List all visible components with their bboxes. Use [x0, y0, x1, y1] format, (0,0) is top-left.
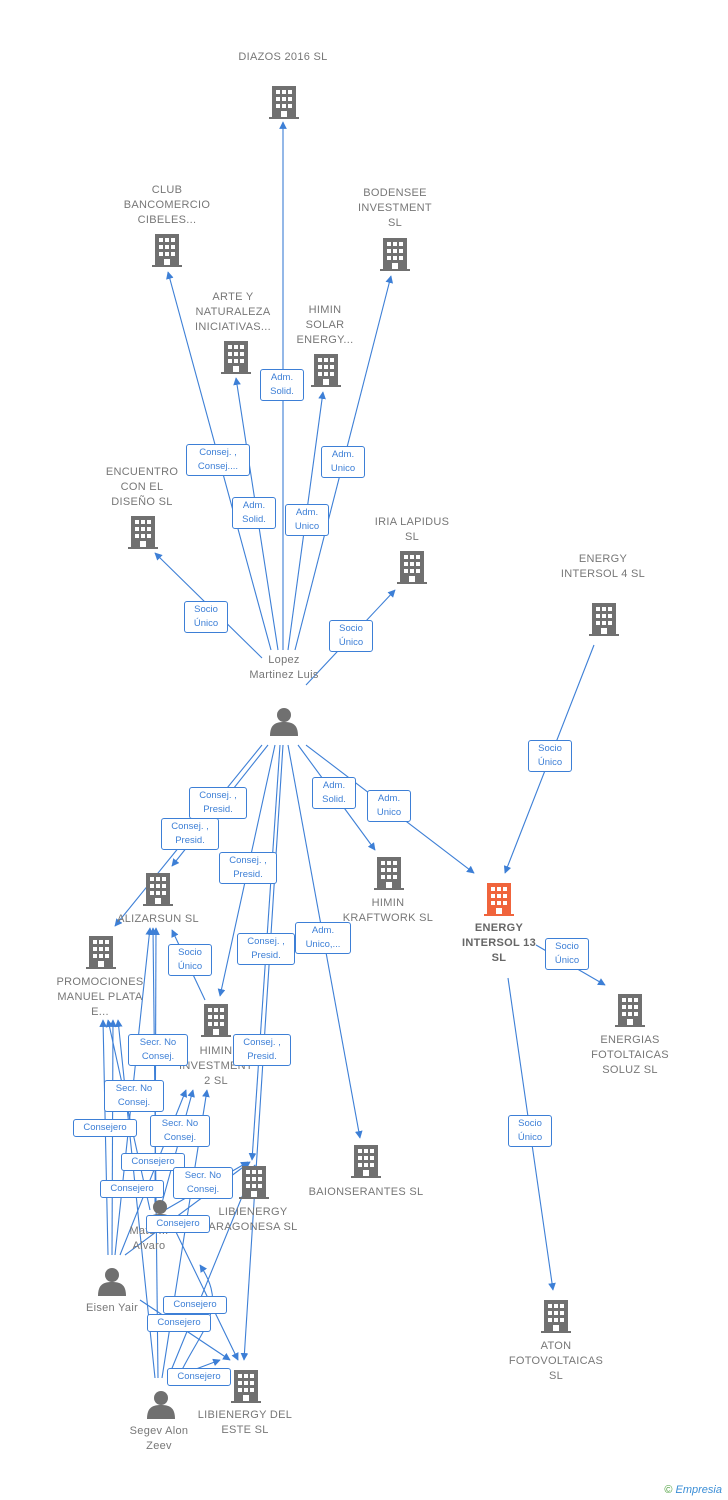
node-label-energy4[interactable]: ENERGY INTERSOL 4 SL	[560, 553, 646, 580]
node-label-diazos[interactable]: DIAZOS 2016 SL	[238, 51, 328, 63]
building-icon-promociones[interactable]	[86, 936, 116, 969]
brand-logo: Empresia	[675, 1484, 722, 1496]
empresia-watermark[interactable]: ©Empresia	[664, 1484, 722, 1496]
building-icon-energy4[interactable]	[589, 603, 619, 636]
edge-label-socio-unico-5[interactable]: Socio Único	[545, 938, 589, 970]
node-label-alizarsun[interactable]: ALIZARSUN SL	[117, 913, 199, 925]
node-label-eisen[interactable]: Eisen Yair	[85, 1302, 139, 1314]
edge-label-adm-unico-4[interactable]: Adm. Unico,...	[295, 922, 351, 954]
building-icon-energy13[interactable]	[484, 883, 514, 916]
edge-label-consejero-5[interactable]: Consejero	[163, 1296, 227, 1314]
edge-label-consejero-6[interactable]: Consejero	[147, 1314, 211, 1332]
node-label-bodensee[interactable]: BODENSEE INVESTMENT SL	[358, 187, 432, 229]
building-icon-iria[interactable]	[397, 551, 427, 584]
edge-label-adm-solid-1[interactable]: Adm. Solid.	[260, 369, 304, 401]
building-icon-libienergy-este[interactable]	[231, 1370, 261, 1403]
edge-label-consej-presid-1[interactable]: Consej. , Presid.	[189, 787, 247, 819]
node-label-libienergy-este[interactable]: LIBIENERGY DEL ESTE SL	[197, 1409, 293, 1436]
edge-label-consej-presid-3[interactable]: Consej. , Presid.	[219, 852, 277, 884]
node-label-libienergy-ar[interactable]: LIBIENERGY ARAGONESA SL	[208, 1206, 298, 1233]
node-label-baionserantes[interactable]: BAIONSERANTES SL	[308, 1186, 424, 1198]
node-label-encuentro[interactable]: ENCUENTRO CON EL DISEÑO SL	[105, 466, 179, 508]
edge-label-consejero-7[interactable]: Consejero	[167, 1368, 231, 1386]
node-label-segev[interactable]: Segev Alon Zeev	[129, 1425, 189, 1452]
building-icon-bodensee[interactable]	[380, 238, 410, 271]
edge-label-secr-no-consej-4[interactable]: Secr. No Consej.	[173, 1167, 233, 1199]
edge-label-adm-solid-3[interactable]: Adm. Solid.	[312, 777, 356, 809]
edge-label-consejero-3[interactable]: Consejero	[100, 1180, 164, 1198]
edge-label-secr-no-consej-2[interactable]: Secr. No Consej.	[104, 1080, 164, 1112]
edge-label-consej-presid-4[interactable]: Consej. , Presid.	[237, 933, 295, 965]
node-label-himin-kraft[interactable]: HIMIN KRAFTWORK SL	[342, 897, 434, 924]
edge-label-adm-unico-1[interactable]: Adm. Unico	[321, 446, 365, 478]
node-label-aton[interactable]: ATON FOTOVOLTAICAS SL	[508, 1340, 604, 1382]
edge-label-consej-presid-2[interactable]: Consej. , Presid.	[161, 818, 219, 850]
node-label-energias[interactable]: ENERGIAS FOTOLTAICAS SOLUZ SL	[591, 1034, 669, 1076]
building-icon-alizarsun[interactable]	[143, 873, 173, 906]
edge-label-socio-unico-6[interactable]: Socio Único	[508, 1115, 552, 1147]
person-icon-lopez[interactable]	[270, 708, 298, 736]
building-icon-encuentro[interactable]	[128, 516, 158, 549]
node-label-himin-solar[interactable]: HIMIN SOLAR ENERGY...	[296, 304, 354, 346]
building-icon-aton[interactable]	[541, 1300, 571, 1333]
edge-label-secr-no-consej-1[interactable]: Secr. No Consej.	[128, 1034, 188, 1066]
copyright-icon: ©	[664, 1484, 673, 1496]
building-icon-himin-kraft[interactable]	[374, 857, 404, 890]
building-icon-energias[interactable]	[615, 994, 645, 1027]
edge-label-consej-presid-5[interactable]: Consej. , Presid.	[233, 1034, 291, 1066]
node-label-energy13[interactable]: ENERGY INTERSOL 13 SL	[461, 922, 536, 964]
edge-label-consejero-2[interactable]: Consejero	[121, 1153, 185, 1171]
building-icon-baionserantes[interactable]	[351, 1145, 381, 1178]
node-label-promociones[interactable]: PROMOCIONES MANUEL PLATA E...	[56, 976, 144, 1018]
edge-label-socio-unico-1[interactable]: Socio Único	[184, 601, 228, 633]
node-label-lopez[interactable]: Lopez Martinez Luis	[249, 654, 319, 681]
edge-label-consej-consej[interactable]: Consej. , Consej....	[186, 444, 250, 476]
person-icon-segev[interactable]	[147, 1391, 175, 1419]
node-label-iria[interactable]: IRIA LAPIDUS SL	[374, 516, 450, 543]
edge-label-adm-unico-2[interactable]: Adm. Unico	[285, 504, 329, 536]
edge-label-socio-unico-4[interactable]: Socio Único	[168, 944, 212, 976]
building-icon-diazos[interactable]	[269, 86, 299, 119]
edge-label-consejero-4[interactable]: Consejero	[146, 1215, 210, 1233]
building-icon-himin-solar[interactable]	[311, 354, 341, 387]
node-label-arte[interactable]: ARTE Y NATURALEZA INICIATIVAS...	[195, 291, 271, 333]
person-icon-eisen[interactable]	[98, 1268, 126, 1296]
edge-label-socio-unico-2[interactable]: Socio Único	[329, 620, 373, 652]
edge-label-adm-unico-3[interactable]: Adm. Unico	[367, 790, 411, 822]
edge-label-consejero-1[interactable]: Consejero	[73, 1119, 137, 1137]
node-label-club[interactable]: CLUB BANCOMERCIO CIBELES...	[123, 184, 211, 226]
building-icon-club[interactable]	[152, 234, 182, 267]
building-icon-arte[interactable]	[221, 341, 251, 374]
edge-label-secr-no-consej-3[interactable]: Secr. No Consej.	[150, 1115, 210, 1147]
building-icon-himin-inv[interactable]	[201, 1004, 231, 1037]
edge-label-adm-solid-2[interactable]: Adm. Solid.	[232, 497, 276, 529]
building-icon-libienergy-ar[interactable]	[239, 1166, 269, 1199]
edge-label-socio-unico-3[interactable]: Socio Único	[528, 740, 572, 772]
